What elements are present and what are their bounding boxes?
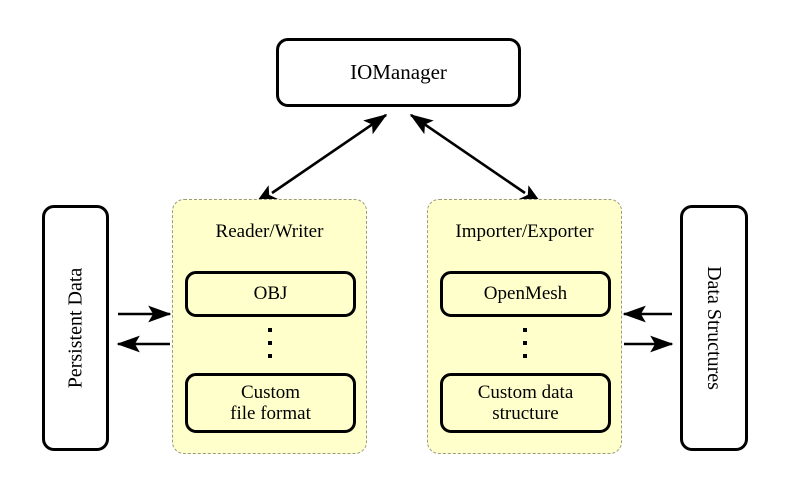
node-openmesh[interactable]: OpenMesh — [440, 271, 611, 317]
node-iomanager[interactable]: IOManager — [276, 38, 521, 107]
ellipsis-importer-exporter — [428, 328, 621, 358]
ellipsis-dot — [267, 341, 272, 345]
ellipsis-reader-writer — [173, 328, 366, 358]
node-custom-file-format-line1: Custom — [240, 381, 301, 403]
ellipsis-dot — [522, 354, 527, 358]
node-custom-data-structure-line2: structure — [492, 403, 559, 424]
node-custom-data-structure[interactable]: Custom data structure — [440, 373, 611, 433]
group-reader-writer[interactable]: Reader/Writer OBJ Custom file format — [172, 199, 367, 454]
node-custom-file-format-line2: file format — [230, 403, 311, 424]
ellipsis-dot — [267, 328, 272, 332]
node-obj-label: OBJ — [253, 283, 288, 305]
node-persistent-data[interactable]: Persistent Data — [42, 205, 109, 451]
node-iomanager-label: IOManager — [350, 60, 447, 84]
node-data-structures-label: Data Structures — [703, 266, 726, 390]
group-importer-exporter[interactable]: Importer/Exporter OpenMesh Custom data s… — [427, 199, 622, 454]
ellipsis-dot — [267, 354, 272, 358]
node-custom-data-structure-line1: Custom data — [477, 381, 574, 403]
group-importer-exporter-title: Importer/Exporter — [455, 221, 594, 242]
group-reader-writer-title: Reader/Writer — [215, 221, 324, 242]
connector-iomanager-importerexporter — [409, 113, 544, 206]
node-custom-file-format[interactable]: Custom file format — [185, 373, 356, 433]
node-openmesh-label: OpenMesh — [483, 283, 568, 305]
node-obj[interactable]: OBJ — [185, 271, 356, 317]
node-custom-file-format-label: Custom file format — [230, 382, 311, 425]
node-persistent-data-label: Persistent Data — [64, 267, 87, 389]
connector-iomanager-readerwriter — [253, 113, 388, 206]
node-data-structures[interactable]: Data Structures — [680, 205, 748, 451]
ellipsis-dot — [522, 328, 527, 332]
node-custom-data-structure-label: Custom data structure — [478, 382, 574, 425]
ellipsis-dot — [522, 341, 527, 345]
